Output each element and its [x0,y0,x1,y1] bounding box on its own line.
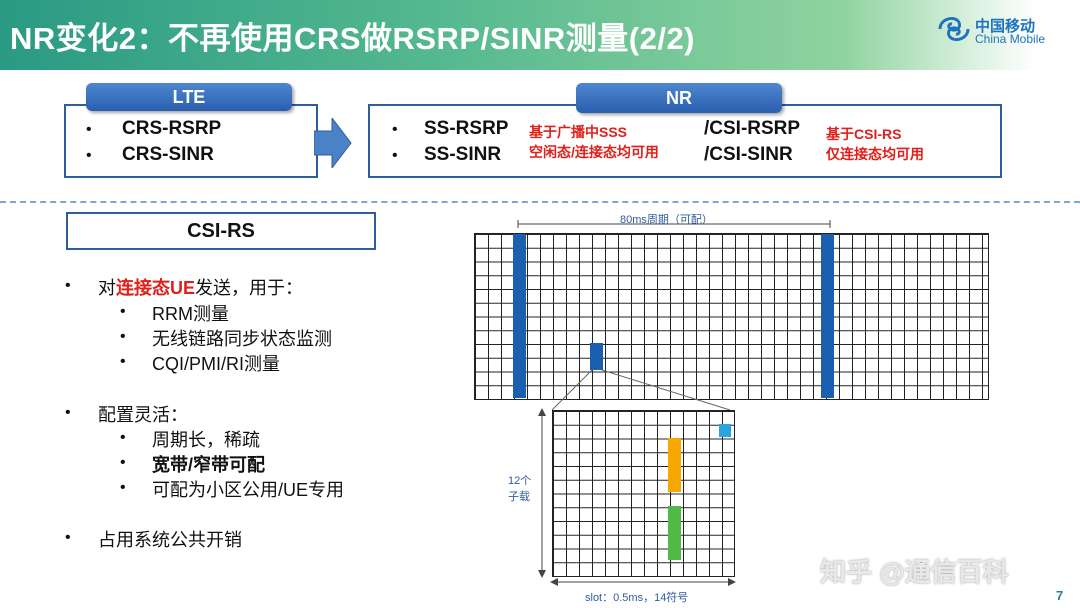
china-mobile-logo-icon [938,16,970,42]
lte-item-rsrp: CRS-RSRP [122,118,222,139]
csirs-sub-bullet: • [120,328,126,345]
csirs-bullet-1-text: 对连接态UE发送，用于： [98,274,303,300]
subcarrier-label-2: 子载 [508,491,530,503]
csirs-b2-sub-3: 可配为小区公用/UE专用 [152,480,345,500]
csirs-sub-bullet: • [120,479,126,496]
resource-grid-80ms [474,233,989,400]
light-blue-re [719,424,731,437]
slot-label: slot：0.5ms，14符号 [585,592,689,604]
csirs-bullet-2-text: 配置灵活： [98,405,188,425]
nr-item-ss-sinr: SS-SINR [424,144,502,165]
period-bracket [517,220,831,228]
china-mobile-logo: 中国移动 China Mobile [937,12,1067,52]
arrow-right-icon [314,118,352,168]
subcarrier-bracket [538,408,546,578]
nr-bullet-2: • [392,147,398,164]
watermark: 知乎 @通信百科 [820,557,1009,587]
nr-item-csi-sinr: /CSI-SINR [704,144,793,165]
csirs-bullet-1: • [65,277,71,294]
nr-item-csi-rsrp: /CSI-RSRP [704,118,801,139]
csirs-bullet-3-text: 占用系统公共开销 [98,530,242,550]
page-title: NR变化2：不再使用CRS做RSRP/SINR测量(2/2) [10,21,696,56]
nr-tab: NR [576,83,782,113]
csirs-b1-prefix: 对 [98,278,116,298]
orange-re-block [668,438,681,492]
ssb-column-2 [821,234,834,398]
nr-item-ss-rsrp: SS-RSRP [424,118,509,139]
csirs-sub-bullet: • [120,303,126,320]
nr-csi-note-1: 基于CSI-RS [826,126,902,142]
lte-item-sinr: CRS-SINR [122,144,214,165]
csirs-b1-suffix: 发送，用于： [195,278,304,298]
lte-bullet-2: • [86,147,92,164]
csirs-sub-bullet: • [120,454,126,471]
lte-box [64,104,318,178]
csirs-sub-bullet: • [120,429,126,446]
lte-tab: LTE [86,83,292,111]
page-number: 7 [1056,588,1064,603]
nr-ss-note-2: 空闲态/连接态均可用 [529,144,659,160]
csirs-b1-highlight: 连接态UE [116,278,196,298]
csi-rs-heading: CSI-RS [66,212,376,250]
period-label: 80ms周期（可配） [620,214,713,226]
green-re-block [668,506,681,560]
nr-box [368,104,1002,178]
csirs-bullet-2: • [65,404,71,421]
slot-bracket [550,578,736,586]
csirs-bullet-3: • [65,529,71,546]
zoom-lines [551,369,731,411]
nr-csi-note-2: 仅连接态均可用 [826,146,924,162]
csirs-sub-bullet: • [120,353,126,370]
logo-text-en: China Mobile [975,32,1046,46]
logo-text-cn: 中国移动 [975,18,1036,35]
subcarrier-label-1: 12个 [508,475,532,487]
nr-ss-note-1: 基于广播中SSS [529,124,628,140]
title-bar: NR变化2：不再使用CRS做RSRP/SINR测量(2/2) [0,0,1080,70]
csirs-b2-sub-2: 宽带/窄带可配 [152,455,266,475]
section-divider [0,201,1080,203]
nr-bullet-1: • [392,121,398,138]
csirs-b2-sub-1: 周期长，稀疏 [152,430,260,450]
lte-bullet-1: • [86,121,92,138]
ssb-column-1 [513,234,526,398]
csirs-b1-sub-1: RRM测量 [152,304,229,324]
csirs-b1-sub-3: CQI/PMI/RI测量 [152,354,281,374]
csirs-b1-sub-2: 无线链路同步状态监测 [152,329,332,349]
zoom-source-block [590,343,603,370]
resource-grid-slot [552,410,735,577]
